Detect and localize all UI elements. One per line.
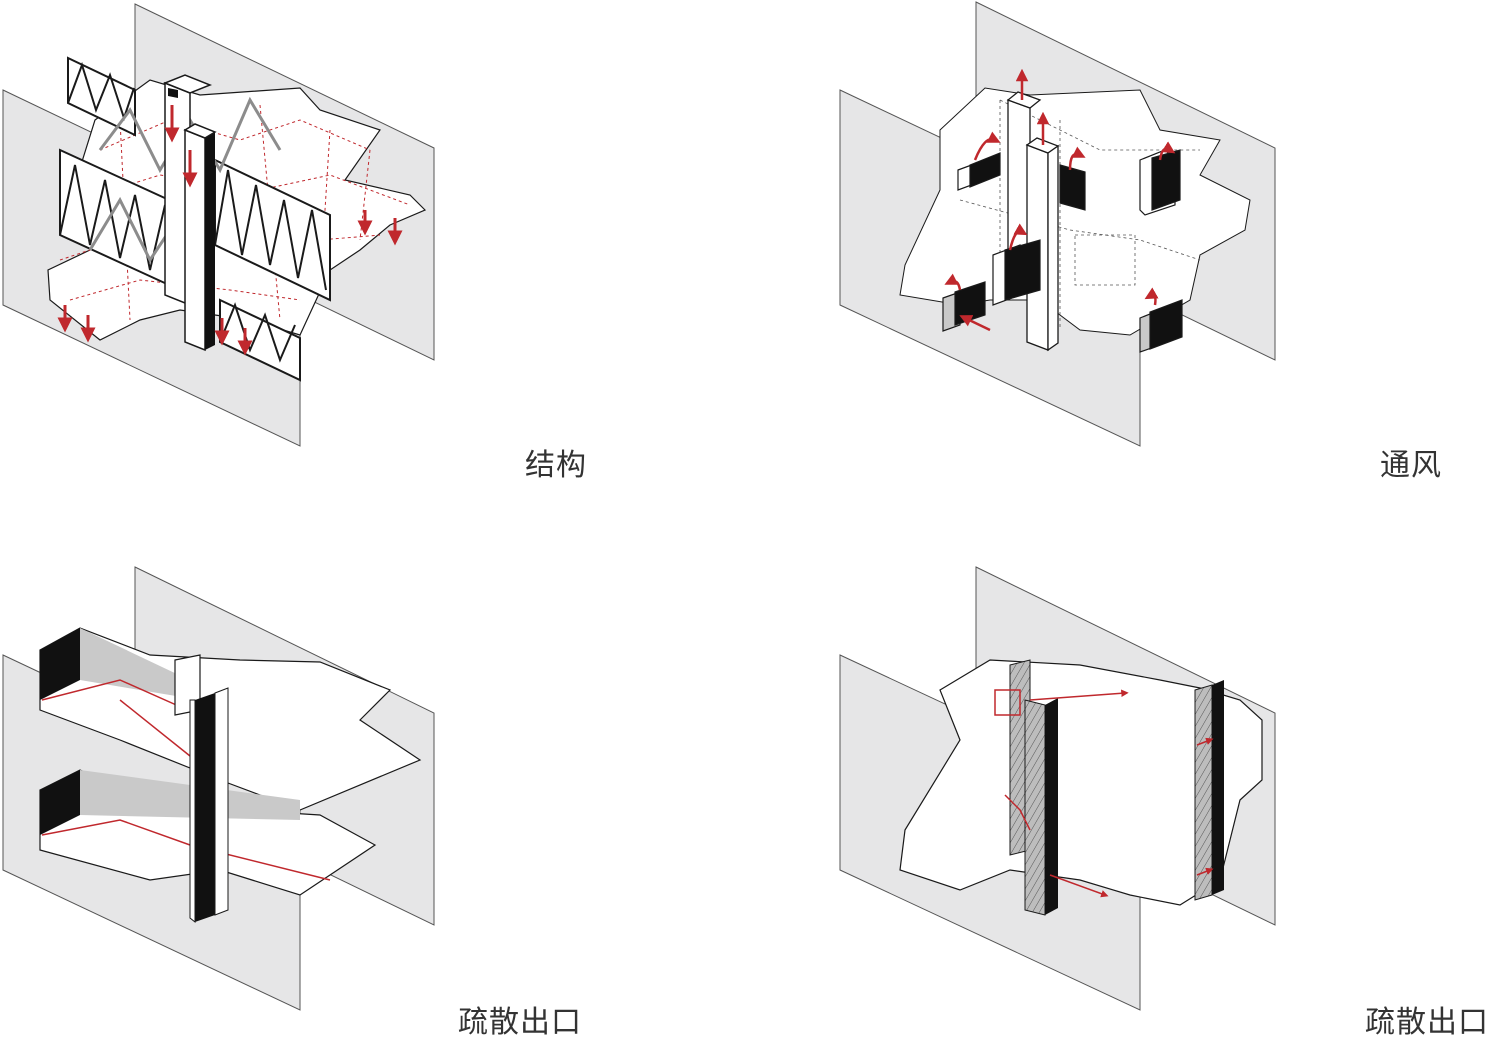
stair-core (174, 654, 229, 924)
airflow-arrows (944, 68, 1176, 332)
exit-routes (994, 689, 1214, 898)
panel-ventilation (839, 1, 1276, 447)
panel-label-structure: 结构 (525, 448, 587, 483)
panel-label-ventilation: 通风 (1380, 448, 1442, 483)
panel-label-evacuation-cores: 疏散出口 (1365, 1005, 1489, 1040)
hidden-lines (959, 99, 1201, 330)
panel-label-evacuation-floors: 疏散出口 (458, 1005, 582, 1040)
load-arrows (57, 105, 403, 356)
lower-floor-shadow (40, 770, 80, 835)
evacuation-cores (1009, 659, 1224, 916)
upper-floor-shadow (40, 628, 80, 700)
panel-evacuation-floors (2, 566, 435, 1011)
panel-structure (2, 3, 435, 447)
vent-units (942, 149, 1183, 353)
panel-evacuation-cores (839, 566, 1276, 1011)
